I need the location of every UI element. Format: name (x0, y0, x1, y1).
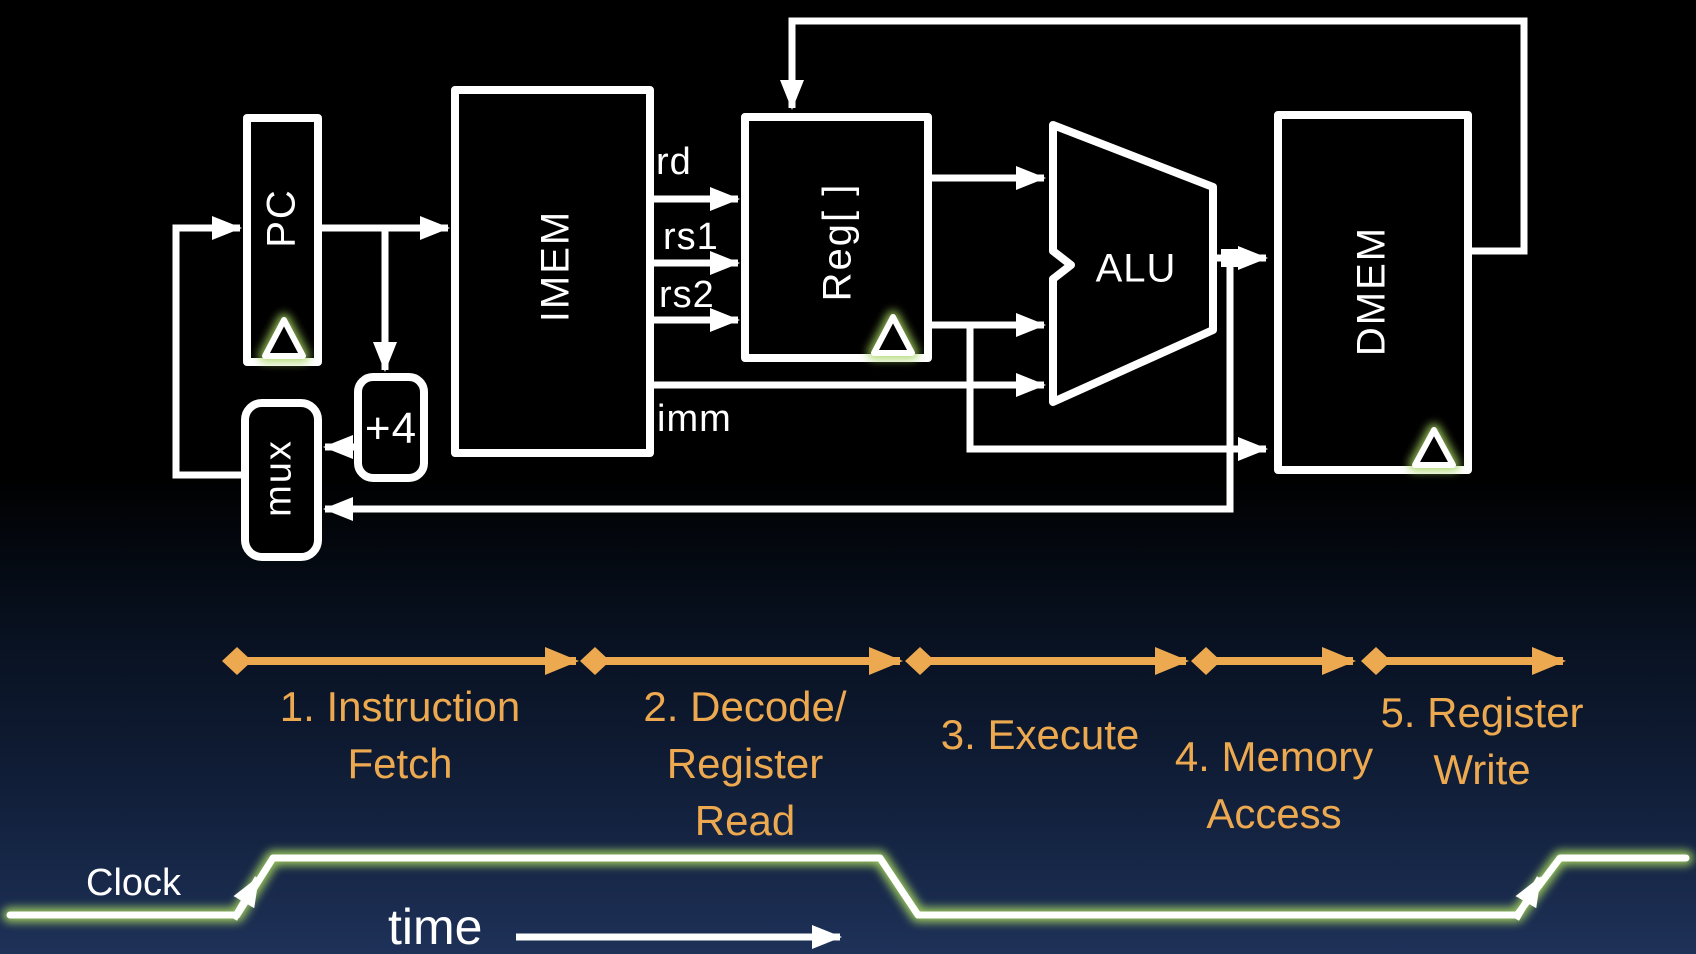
triangle-white-layer (262, 314, 1456, 468)
stage-label-execute: 3. Execute (941, 706, 1139, 763)
rs1-signal-label: rs1 (663, 216, 719, 258)
clock-label: Clock (86, 862, 182, 904)
stage5-line2: Write (1433, 746, 1531, 793)
wire-mux-to-pc (172, 216, 245, 479)
wire-storedata-to-dmem (966, 325, 1268, 461)
stage4-line2: Access (1206, 790, 1342, 837)
stage4-line1: 4. Memory (1174, 733, 1374, 780)
stage5-line1: 5. Register (1380, 689, 1584, 736)
clock-waveform-glow (2, 850, 1694, 923)
plus4-label: +4 (364, 404, 418, 453)
stage-arrow-diamonds (222, 647, 1391, 675)
pc-label: PC (259, 188, 304, 248)
reg-clock-triangle-icon (871, 314, 915, 356)
dmem-label: DMEM (1349, 225, 1394, 357)
stage-arrows (222, 647, 1566, 675)
dmem-block (1274, 111, 1472, 474)
datapath-blocks (241, 86, 1472, 561)
mux-label: mux (257, 439, 300, 517)
clock-waveform (2, 850, 1694, 949)
stage3-line1: 3. Execute (940, 711, 1140, 758)
stage-label-decode-register-read: 2. Decode/ Register Read (643, 678, 846, 849)
imm-signal-label: imm (657, 398, 732, 440)
imem-label: IMEM (533, 209, 578, 323)
alu-label: ALU (1095, 246, 1177, 291)
alu-shape (1049, 121, 1217, 406)
stage2-line3: Read (694, 797, 796, 844)
dmem-clock-triangle-icon (1412, 427, 1456, 468)
stage2-line2: Register (666, 740, 824, 787)
rising-edge-arrow-left-icon (230, 876, 262, 921)
stage1-line1: 1. Instruction (279, 683, 521, 730)
plus4-block (354, 373, 428, 482)
pc-clock-triangle-icon (262, 317, 306, 359)
imem-block (451, 86, 654, 457)
stage-label-instruction-fetch: 1. Instruction Fetch (280, 678, 520, 792)
rising-edge-arrow-right-icon (1512, 876, 1544, 921)
junction-dot (1221, 249, 1239, 267)
time-label: time (388, 899, 483, 954)
wire-writeback-to-reg (780, 17, 1528, 255)
clock-edge-triangles (258, 310, 1460, 472)
rd-signal-label: rd (656, 141, 692, 183)
reg-label: Reg[ ] (815, 182, 860, 302)
mux-block (241, 399, 322, 561)
rs2-signal-label: rs2 (659, 274, 715, 316)
stage2-line1: 2. Decode/ (643, 683, 847, 730)
stage1-line2: Fetch (347, 740, 453, 787)
wire-alu-feedback-to-mux (323, 258, 1234, 521)
stage-label-register-write: 5. Register Write (1380, 684, 1583, 798)
stage-label-memory-access: 4. Memory Access (1175, 728, 1373, 842)
